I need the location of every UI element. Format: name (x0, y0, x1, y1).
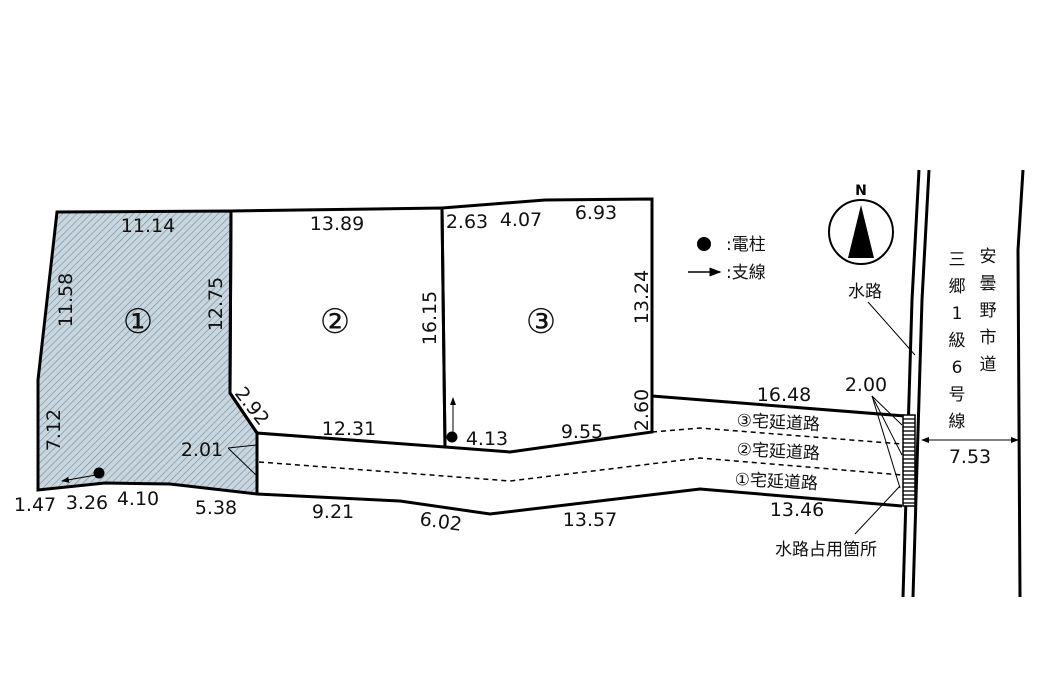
road-bottom-edge (256, 487, 903, 516)
dim-lot3-top-a: 2.63 (446, 211, 488, 233)
city-road-char: 道 (980, 355, 997, 375)
dim-city-road-width: 7.53 (949, 446, 991, 468)
lot-2-label: ② (320, 302, 350, 342)
dim-lot2-right: 16.15 (419, 291, 441, 345)
utility-pole-icon (446, 431, 458, 443)
dim-lot1-bottom-c: 4.10 (117, 488, 159, 510)
north-arrow-icon: N (828, 183, 894, 265)
dim-lot1-bottom-d: 5.38 (195, 497, 237, 519)
waterway-left-edge (901, 169, 921, 598)
city-road-char: 野 (980, 301, 997, 321)
city-road-name-line1: 三郷 1 級 6 号線 (949, 250, 966, 432)
dim-lot3-bottom-b: 9.55 (561, 421, 603, 443)
road-1-label: ①宅延道路 (734, 470, 818, 494)
dim-lot1-top: 11.14 (121, 215, 175, 237)
dim-road-bottom-b: 6.02 (418, 508, 463, 536)
dim-lot3-bottom-a: 4.13 (466, 428, 508, 450)
dim-lot1-bottom-b: 3.26 (66, 492, 108, 514)
road-divider-lower (258, 457, 903, 482)
svg-text:N: N (855, 183, 867, 199)
dim-road-bottom-d: 13.46 (770, 499, 824, 521)
legend-pole-label: :電柱 (726, 235, 766, 255)
dim-road-bottom-a: 9.21 (312, 501, 354, 523)
city-road-char: 6 (952, 358, 963, 378)
lot-3-label: ③ (526, 302, 556, 342)
dim-lot3-right-lower: 2.60 (631, 389, 653, 431)
lot-1-label: ① (123, 302, 153, 342)
guy-wire-icon (61, 474, 97, 483)
city-road-char: 号 (949, 385, 966, 405)
city-road-char: 市 (980, 328, 997, 348)
legend-pole-icon (697, 237, 711, 251)
road-2-label: ②宅延道路 (736, 440, 820, 464)
dim-lot1-bottom-a: 1.47 (14, 494, 56, 516)
city-road-char: 安 (980, 247, 997, 267)
dim-road-width-right: 2.00 (845, 374, 887, 396)
waterway-label: 水路 (848, 282, 882, 302)
dim-lot1-left-upper: 11.58 (55, 273, 77, 327)
dim-lot1-right: 12.75 (205, 277, 227, 331)
city-road-char: 曇 (980, 274, 997, 294)
dim-lot2-bottom: 12.31 (322, 418, 376, 440)
dim-lot3-top-c: 6.93 (575, 202, 617, 224)
dim-road-bottom-c: 13.57 (563, 509, 617, 531)
waterway-occupancy-label: 水路占用箇所 (775, 540, 877, 560)
dim-lot1-left-lower: 7.12 (43, 409, 65, 451)
dim-lot2-top: 13.89 (310, 213, 364, 235)
city-road-char: 1 (952, 304, 963, 324)
city-road-char: 郷 (949, 277, 966, 297)
dim-lot3-top-b: 4.07 (500, 209, 542, 231)
city-road-char: 級 (949, 331, 966, 351)
city-road-char: 三 (949, 250, 966, 270)
city-road-right-edge (1016, 169, 1025, 598)
waterway-occupancy-hatch (902, 414, 916, 507)
utility-pole-icon (93, 467, 105, 479)
waterway-right-edge (911, 169, 931, 598)
legend-guy-wire-label: :支線 (726, 263, 766, 283)
dim-road-top: 16.48 (757, 384, 811, 406)
lot-2[interactable] (228, 206, 447, 449)
road-top-edge (651, 394, 906, 418)
lot-1[interactable] (36, 209, 259, 496)
dim-lot3-right: 13.24 (631, 270, 653, 324)
road-3-label: ③宅延道路 (736, 411, 820, 435)
city-road-char: 線 (949, 412, 966, 432)
road-divider-upper (651, 427, 903, 445)
dim-road-width-left: 2.01 (181, 439, 223, 461)
